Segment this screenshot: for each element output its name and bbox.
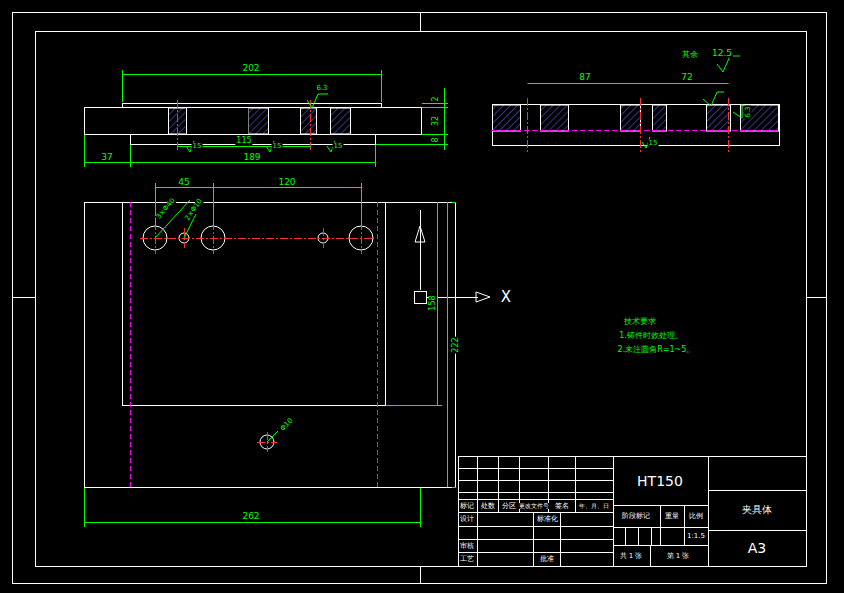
drawing-label: 15 — [333, 143, 344, 150]
drawing-label: 202 — [241, 64, 260, 73]
drawing-label: 签名 — [554, 503, 570, 510]
drawing-label: 阶段标记 — [621, 513, 651, 520]
drawing-label: 15 — [272, 143, 283, 150]
drawing-label: HT150 — [636, 474, 684, 488]
drawing-label: 比例 — [688, 513, 704, 520]
drawing-label: Φ10 — [279, 417, 296, 434]
drawing-label: 处数 — [480, 503, 496, 510]
drawing-label: 6.3 — [745, 105, 752, 118]
drawing-label: 189 — [242, 153, 261, 162]
drawing-label: 115 — [235, 137, 252, 145]
drawing-label: 222 — [452, 336, 460, 353]
drawing-label: 12.5 — [711, 49, 733, 58]
drawing-label: 32 — [432, 115, 440, 127]
drawing-label: 标记 — [459, 503, 475, 510]
drawing-label: X — [500, 290, 512, 305]
drawing-label: A3 — [747, 541, 767, 555]
drawing-label: 更改文件号 — [518, 503, 550, 509]
drawing-label: 年、月、日 — [578, 503, 610, 509]
drawing-label: 其余 — [681, 51, 699, 59]
drawing-label: 72 — [680, 73, 693, 82]
drawing-label: 120 — [277, 178, 296, 187]
drawing-label: 15 — [648, 140, 659, 147]
drawing-label: 工艺 — [459, 556, 475, 563]
drawing-label: 设计 — [459, 516, 475, 523]
drawing-label: 共 1 张 — [619, 553, 644, 560]
drawing-label: 2 — [432, 95, 440, 102]
drawing-label: 87 — [578, 73, 591, 82]
drawing-label: 45 — [177, 178, 190, 187]
drawing-label: 技术要求 — [623, 318, 657, 326]
drawing-label: 第 1 张 — [666, 553, 691, 560]
drawing-label: 1:1.5 — [686, 533, 706, 540]
drawing-label: 审核 — [459, 543, 475, 550]
drawing-label: 8 — [432, 136, 440, 143]
drawing-label: 分区 — [501, 503, 517, 510]
drawing-label: 重量 — [664, 513, 680, 520]
drawing-label: 262 — [241, 512, 260, 521]
drawing-label: 批准 — [539, 556, 555, 563]
drawing-label: 夹具体 — [741, 505, 773, 515]
drawing-label: 标准化 — [536, 516, 559, 523]
drawing-label: 1.铸件时效处理。 — [618, 332, 684, 340]
drawing-label: 15 — [192, 143, 203, 150]
drawing-label: 2.未注圆角R=1~5。 — [617, 346, 696, 354]
drawing-label: 158 — [429, 294, 437, 311]
drawing-label: 6.3 — [315, 85, 328, 92]
drawing-label: 37 — [100, 153, 113, 162]
